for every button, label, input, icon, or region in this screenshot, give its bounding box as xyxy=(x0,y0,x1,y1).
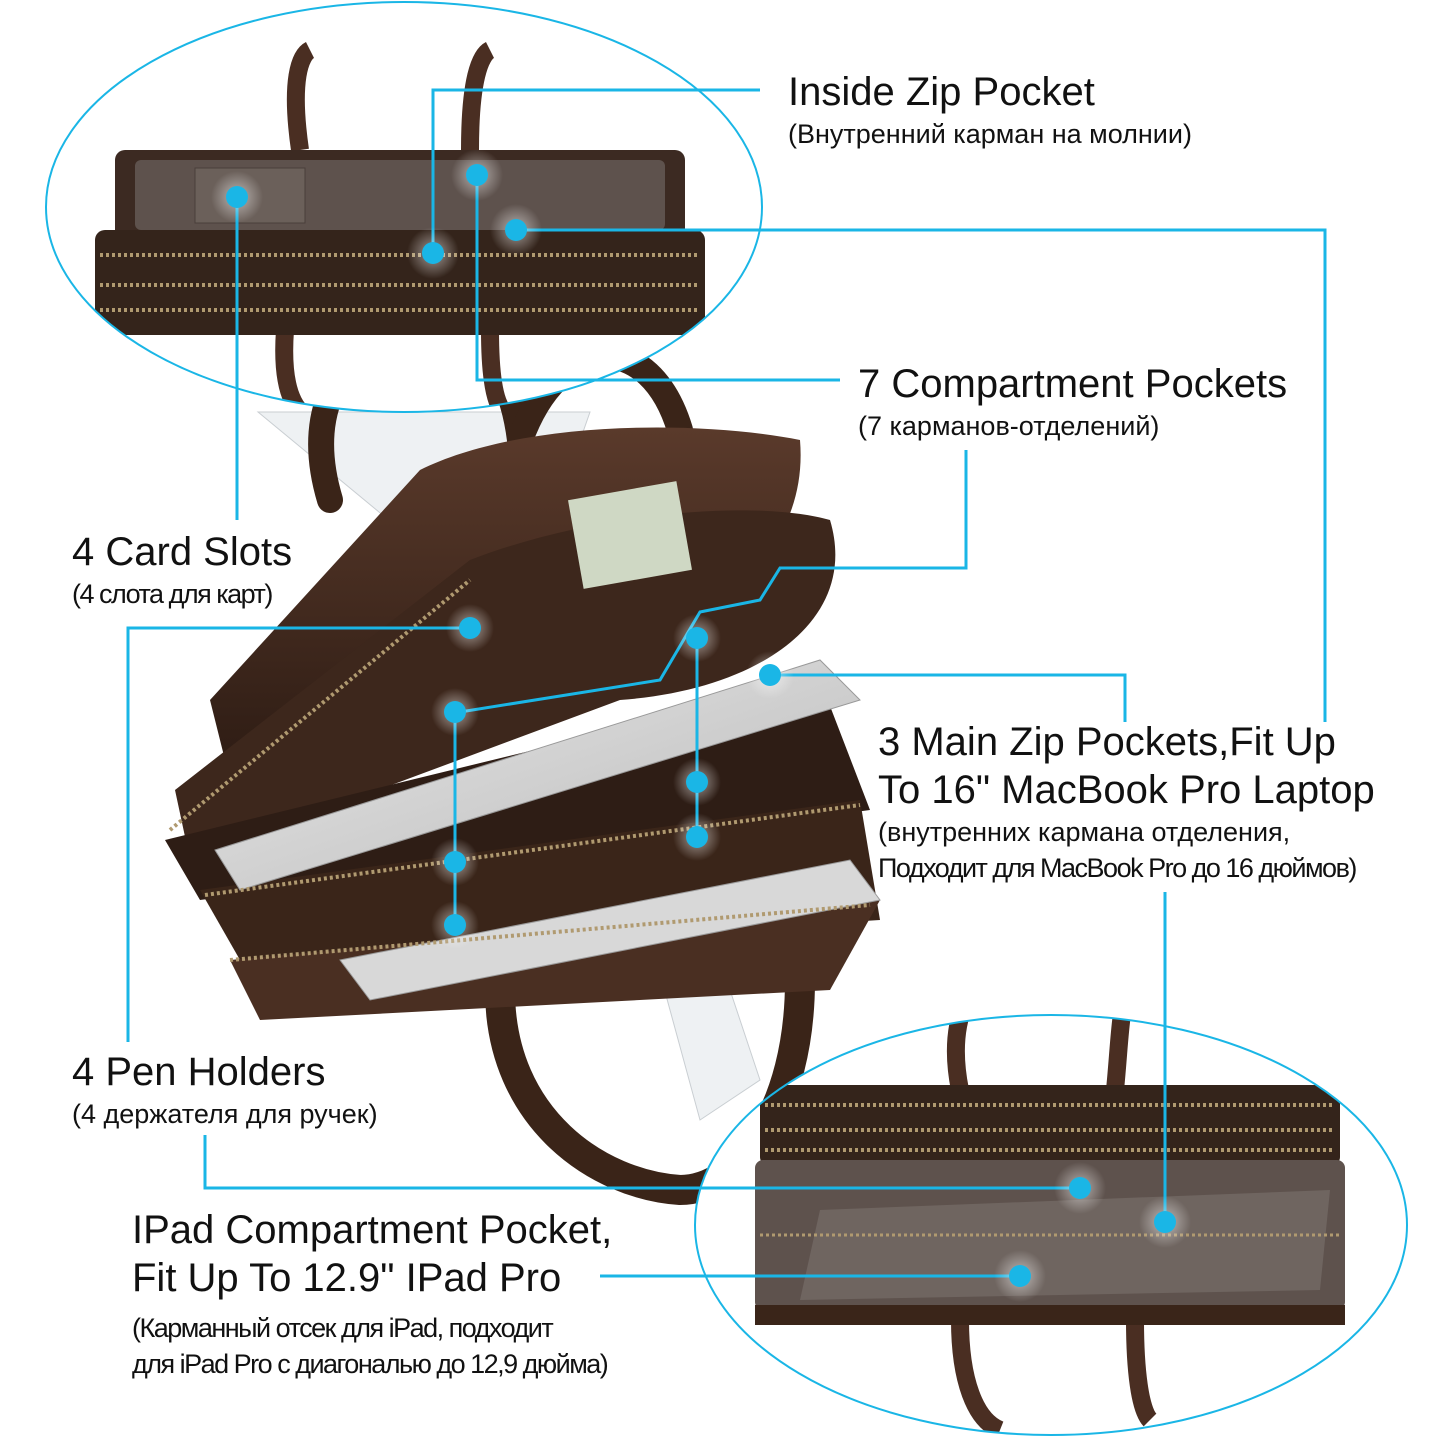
marker-dot-icon xyxy=(673,758,721,806)
callout-subtitle-line1: (Карманный отсек для iPad, подходит xyxy=(132,1313,554,1343)
marker-dot-icon xyxy=(994,1250,1046,1302)
callout-subtitle: (4 держателя для ручек) xyxy=(72,1099,378,1129)
marker-dot-icon xyxy=(446,604,494,652)
marker-dot-icon xyxy=(451,149,503,201)
callout-title-line2: Fit Up To 12.9" IPad Pro xyxy=(132,1256,562,1300)
connector-lines xyxy=(126,88,1327,1278)
marker-dot-icon xyxy=(431,838,479,886)
callout-title: 4 Pen Holders xyxy=(72,1050,326,1094)
marker-dot-icon xyxy=(211,171,263,223)
callout-subtitle-line1: (внутренних кармана отделения, xyxy=(878,817,1291,847)
callout-subtitle-line2: для iPad Pro с диагональю до 12,9 дюйма) xyxy=(132,1349,609,1379)
marker-dot-icon xyxy=(673,813,721,861)
marker-dot-icon xyxy=(1054,1162,1106,1214)
marker-dot-icon xyxy=(431,901,479,949)
marker-dot-icon xyxy=(407,227,459,279)
marker-dot-icon xyxy=(490,204,542,256)
callout-subtitle: (4 слота для карт) xyxy=(72,579,273,609)
marker-dot-icon xyxy=(431,688,479,736)
callout-title: Inside Zip Pocket xyxy=(788,70,1095,114)
marker-dots xyxy=(211,149,1191,1302)
callout-title-line1: 3 Main Zip Pockets,Fit Up xyxy=(878,720,1336,764)
callout-pen-holders: 4 Pen Holders (4 держателя для ручек) xyxy=(72,1048,378,1132)
marker-dot-icon xyxy=(673,614,721,662)
callout-card-slots: 4 Card Slots (4 слота для карт) xyxy=(72,528,292,612)
callout-title: 4 Card Slots xyxy=(72,530,293,574)
marker-dot-icon xyxy=(1139,1196,1191,1248)
inset-ipad-view xyxy=(694,1014,1408,1436)
callout-ipad-compartment: IPad Compartment Pocket, Fit Up To 12.9"… xyxy=(132,1206,612,1382)
callout-subtitle-line2: Подходит для MacBook Pro до 16 дюймов) xyxy=(878,853,1357,883)
callout-title: 7 Compartment Pockets xyxy=(858,362,1288,406)
callout-title-line1: IPad Compartment Pocket, xyxy=(132,1208,613,1252)
callout-compartment-pockets: 7 Compartment Pockets (7 карманов-отделе… xyxy=(858,360,1287,444)
marker-dot-icon xyxy=(746,651,794,699)
callout-main-zip-pockets: 3 Main Zip Pockets,Fit Up To 16" MacBook… xyxy=(878,718,1375,886)
callout-subtitle: (7 карманов-отделений) xyxy=(858,411,1160,441)
callout-title-line2: To 16" MacBook Pro Laptop xyxy=(878,768,1375,812)
callout-inside-zip-pocket: Inside Zip Pocket (Внутренний карман на … xyxy=(788,68,1192,152)
inset-inside-zip-view xyxy=(45,1,763,413)
callout-subtitle: (Внутренний карман на молнии) xyxy=(788,119,1192,149)
